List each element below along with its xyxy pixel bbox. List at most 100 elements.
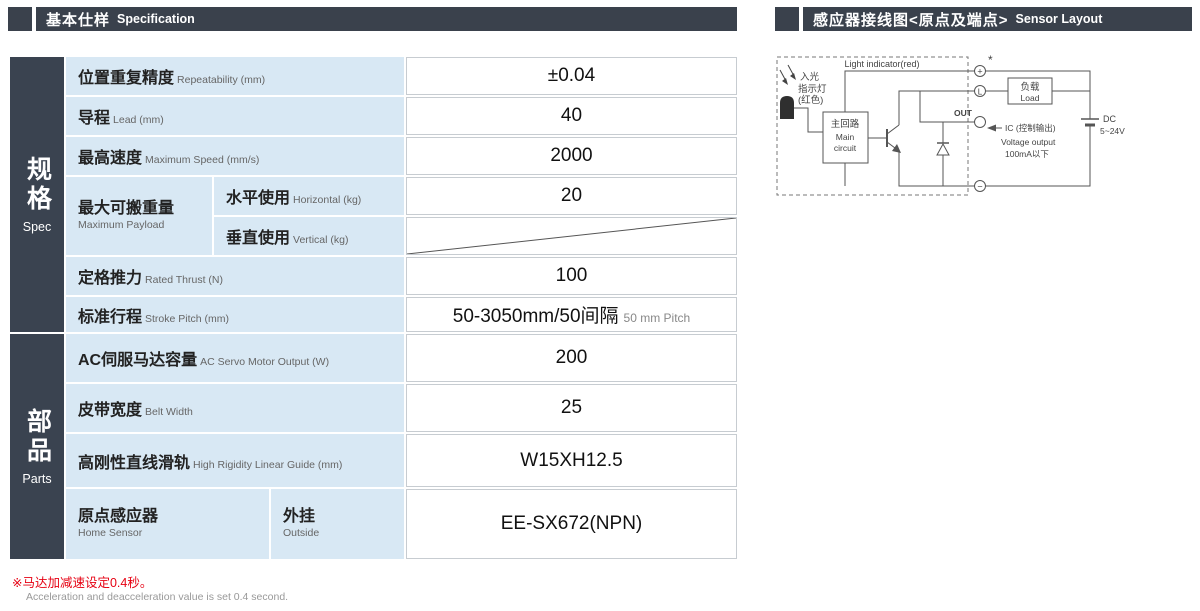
- asterisk-note: *: [988, 53, 993, 67]
- label-en: Vertical (kg): [293, 234, 349, 246]
- value-belt-width: 25: [406, 384, 737, 432]
- out-arrow-icon: [987, 124, 996, 132]
- label-zh: 垂直使用: [226, 230, 291, 247]
- external-wiring: [985, 70, 1099, 187]
- label-en: Lead (mm): [113, 114, 164, 126]
- side-parts-zh: 部品: [23, 407, 52, 466]
- na-diagonal-line: [407, 218, 736, 254]
- label-zh: 位置重复精度: [78, 70, 175, 87]
- main-circuit-zh: 主回路: [831, 118, 860, 130]
- load-box: [1007, 77, 1053, 105]
- label-en: Horizontal (kg): [293, 194, 362, 206]
- value-main: 50-3050mm/50间隔: [452, 306, 619, 327]
- label-zh: 标准行程: [78, 308, 143, 326]
- led-icon: [780, 96, 794, 119]
- voltage-output-label: Voltage output: [1001, 137, 1056, 147]
- footnote-en: Acceleration and deacceleration value is…: [26, 591, 289, 603]
- sensor-header-square-icon: [775, 7, 799, 31]
- internal-wiring: [844, 70, 974, 187]
- ic-output-label: IC (控制输出): [1005, 123, 1056, 133]
- label-zh: 水平使用: [226, 190, 291, 207]
- main-circuit-box: [822, 111, 869, 164]
- value-stroke-pitch: 50-3050mm/50间隔 50 mm Pitch: [406, 297, 737, 332]
- label-en: Belt Width: [145, 406, 193, 418]
- label-en: Repeatability (mm): [177, 74, 266, 86]
- light-indicator-label: Light indicator(red): [844, 59, 919, 69]
- label-en: Maximum Payload: [78, 219, 165, 232]
- value-vertical-na: [406, 217, 737, 255]
- label-en: Outside: [283, 527, 320, 540]
- label-zh: AC伺服马达容量: [78, 352, 198, 369]
- side-parts-en: Parts: [22, 471, 52, 486]
- sensor-title-en: Sensor Layout: [1015, 12, 1103, 26]
- label-en: AC Servo Motor Output (W): [200, 356, 330, 368]
- label-en: Maximum Speed (mm/s): [145, 154, 260, 166]
- side-group-spec: 规格 Spec: [10, 57, 64, 332]
- out-label: OUT: [954, 108, 973, 118]
- label-en: Stroke Pitch (mm): [145, 312, 230, 325]
- terminal-plus-glyph: +: [977, 67, 982, 77]
- sensor-title-zh: 感应器接线图<原点及端点>: [813, 11, 1009, 29]
- label-en: High Rigidity Linear Guide (mm): [193, 458, 343, 471]
- terminal-minus-glyph: −: [977, 182, 982, 192]
- label-zh: 高刚性直线滑轨: [78, 454, 191, 472]
- load-en: Load: [1021, 93, 1040, 103]
- main-circuit-en2: circuit: [834, 143, 857, 153]
- terminal-out-icon: [974, 116, 986, 128]
- side-group-parts: 部品 Parts: [10, 334, 64, 559]
- value-rated-thrust: 100: [406, 257, 737, 295]
- label-zh: 导程: [78, 110, 111, 127]
- side-spec-en: Spec: [22, 219, 52, 234]
- current-limit-label: 100mA以下: [1005, 149, 1049, 159]
- value-linear-guide: W15XH12.5: [406, 434, 737, 487]
- value-horizontal: 20: [406, 177, 737, 215]
- load-zh: 负载: [1020, 81, 1040, 93]
- footnote-zh: ※马达加减速设定0.4秒。: [12, 576, 153, 590]
- sensor-diagram-svg: Light indicator(red) 入光 指示灯 (红色) 主回路 Mai…: [776, 53, 1125, 196]
- terminal-l-glyph: L: [978, 88, 983, 97]
- incident-light-label: 入光: [800, 71, 820, 83]
- label-zh: 皮带宽度: [78, 402, 143, 419]
- spec-header-bar: 基本仕样 Specification: [36, 7, 737, 31]
- label-zh: 定格推力: [78, 270, 143, 287]
- label-zh: 外挂: [283, 508, 316, 526]
- value-small: 50 mm Pitch: [623, 311, 691, 325]
- emitter-arrow-icon: [892, 144, 901, 153]
- spec-header-square-icon: [8, 7, 32, 31]
- led-wire: [794, 107, 823, 133]
- value-lead: 40: [406, 97, 737, 135]
- spec-title-en: Specification: [117, 12, 195, 26]
- sensor-header-bar: 感应器接线图<原点及端点> Sensor Layout: [803, 7, 1192, 31]
- dc-voltage-label: 5~24V: [1100, 126, 1125, 136]
- sensor-wiring-diagram: Light indicator(red) 入光 指示灯 (红色) 主回路 Mai…: [770, 50, 1198, 210]
- label-zh: 最高速度: [78, 150, 143, 167]
- label-en: Home Sensor: [78, 527, 143, 540]
- incident-light-arrows-icon: [779, 64, 796, 85]
- red-color-label: (红色): [798, 94, 823, 106]
- dc-label: DC: [1103, 114, 1116, 124]
- dashed-enclosure: [776, 56, 969, 196]
